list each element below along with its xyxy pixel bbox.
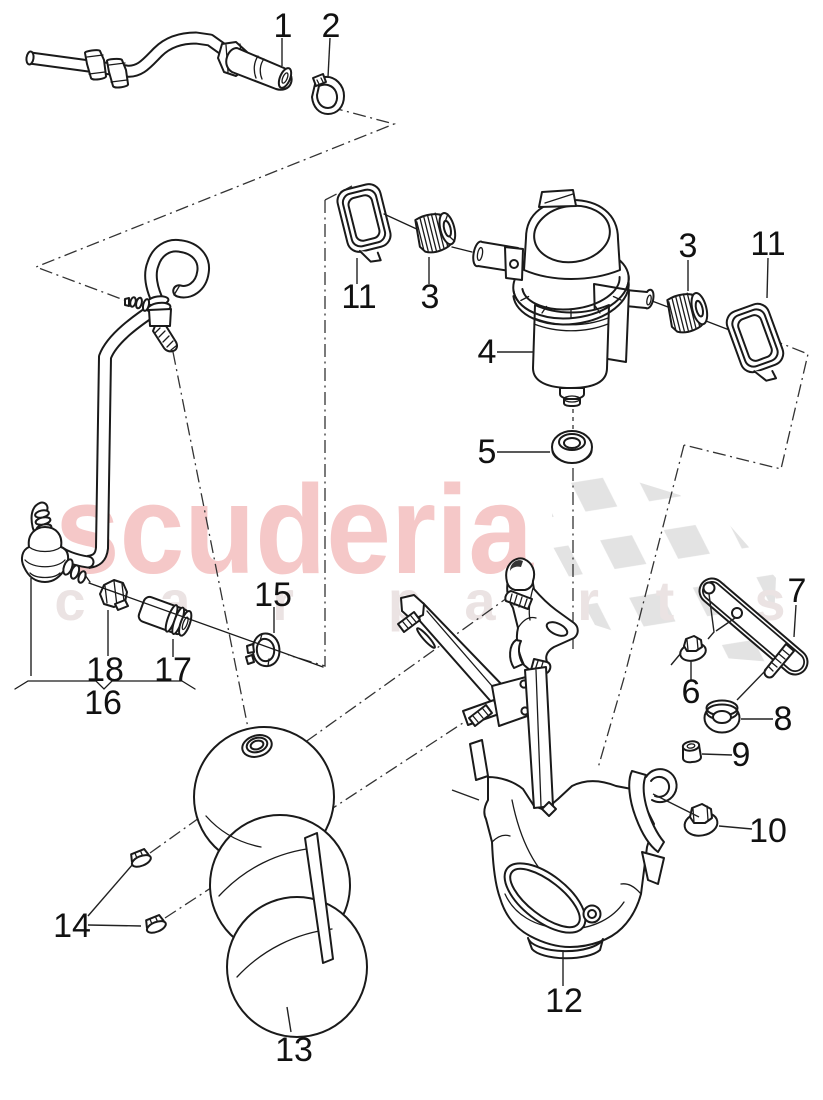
svg-text:6: 6 (682, 673, 701, 711)
svg-text:r: r (577, 569, 599, 632)
svg-text:1: 1 (274, 7, 293, 45)
svg-text:16: 16 (84, 684, 122, 722)
svg-text:17: 17 (154, 651, 192, 689)
svg-text:2: 2 (322, 7, 341, 45)
svg-text:10: 10 (749, 812, 787, 850)
svg-text:7: 7 (788, 572, 807, 610)
svg-text:14: 14 (53, 907, 91, 945)
svg-text:18: 18 (86, 651, 124, 689)
svg-text:12: 12 (545, 982, 583, 1020)
svg-text:11: 11 (341, 278, 376, 316)
svg-text:a: a (464, 569, 496, 632)
svg-text:5: 5 (478, 433, 497, 471)
svg-text:4: 4 (478, 333, 497, 371)
svg-text:3: 3 (421, 278, 440, 316)
svg-text:scuderia: scuderia (55, 459, 534, 600)
svg-text:11: 11 (750, 225, 785, 263)
svg-text:r: r (272, 569, 294, 632)
svg-text:8: 8 (774, 700, 793, 738)
svg-text:15: 15 (254, 576, 292, 614)
svg-text:13: 13 (275, 1031, 313, 1069)
svg-text:t: t (656, 569, 675, 632)
svg-text:9: 9 (732, 736, 751, 774)
svg-text:3: 3 (679, 227, 698, 265)
